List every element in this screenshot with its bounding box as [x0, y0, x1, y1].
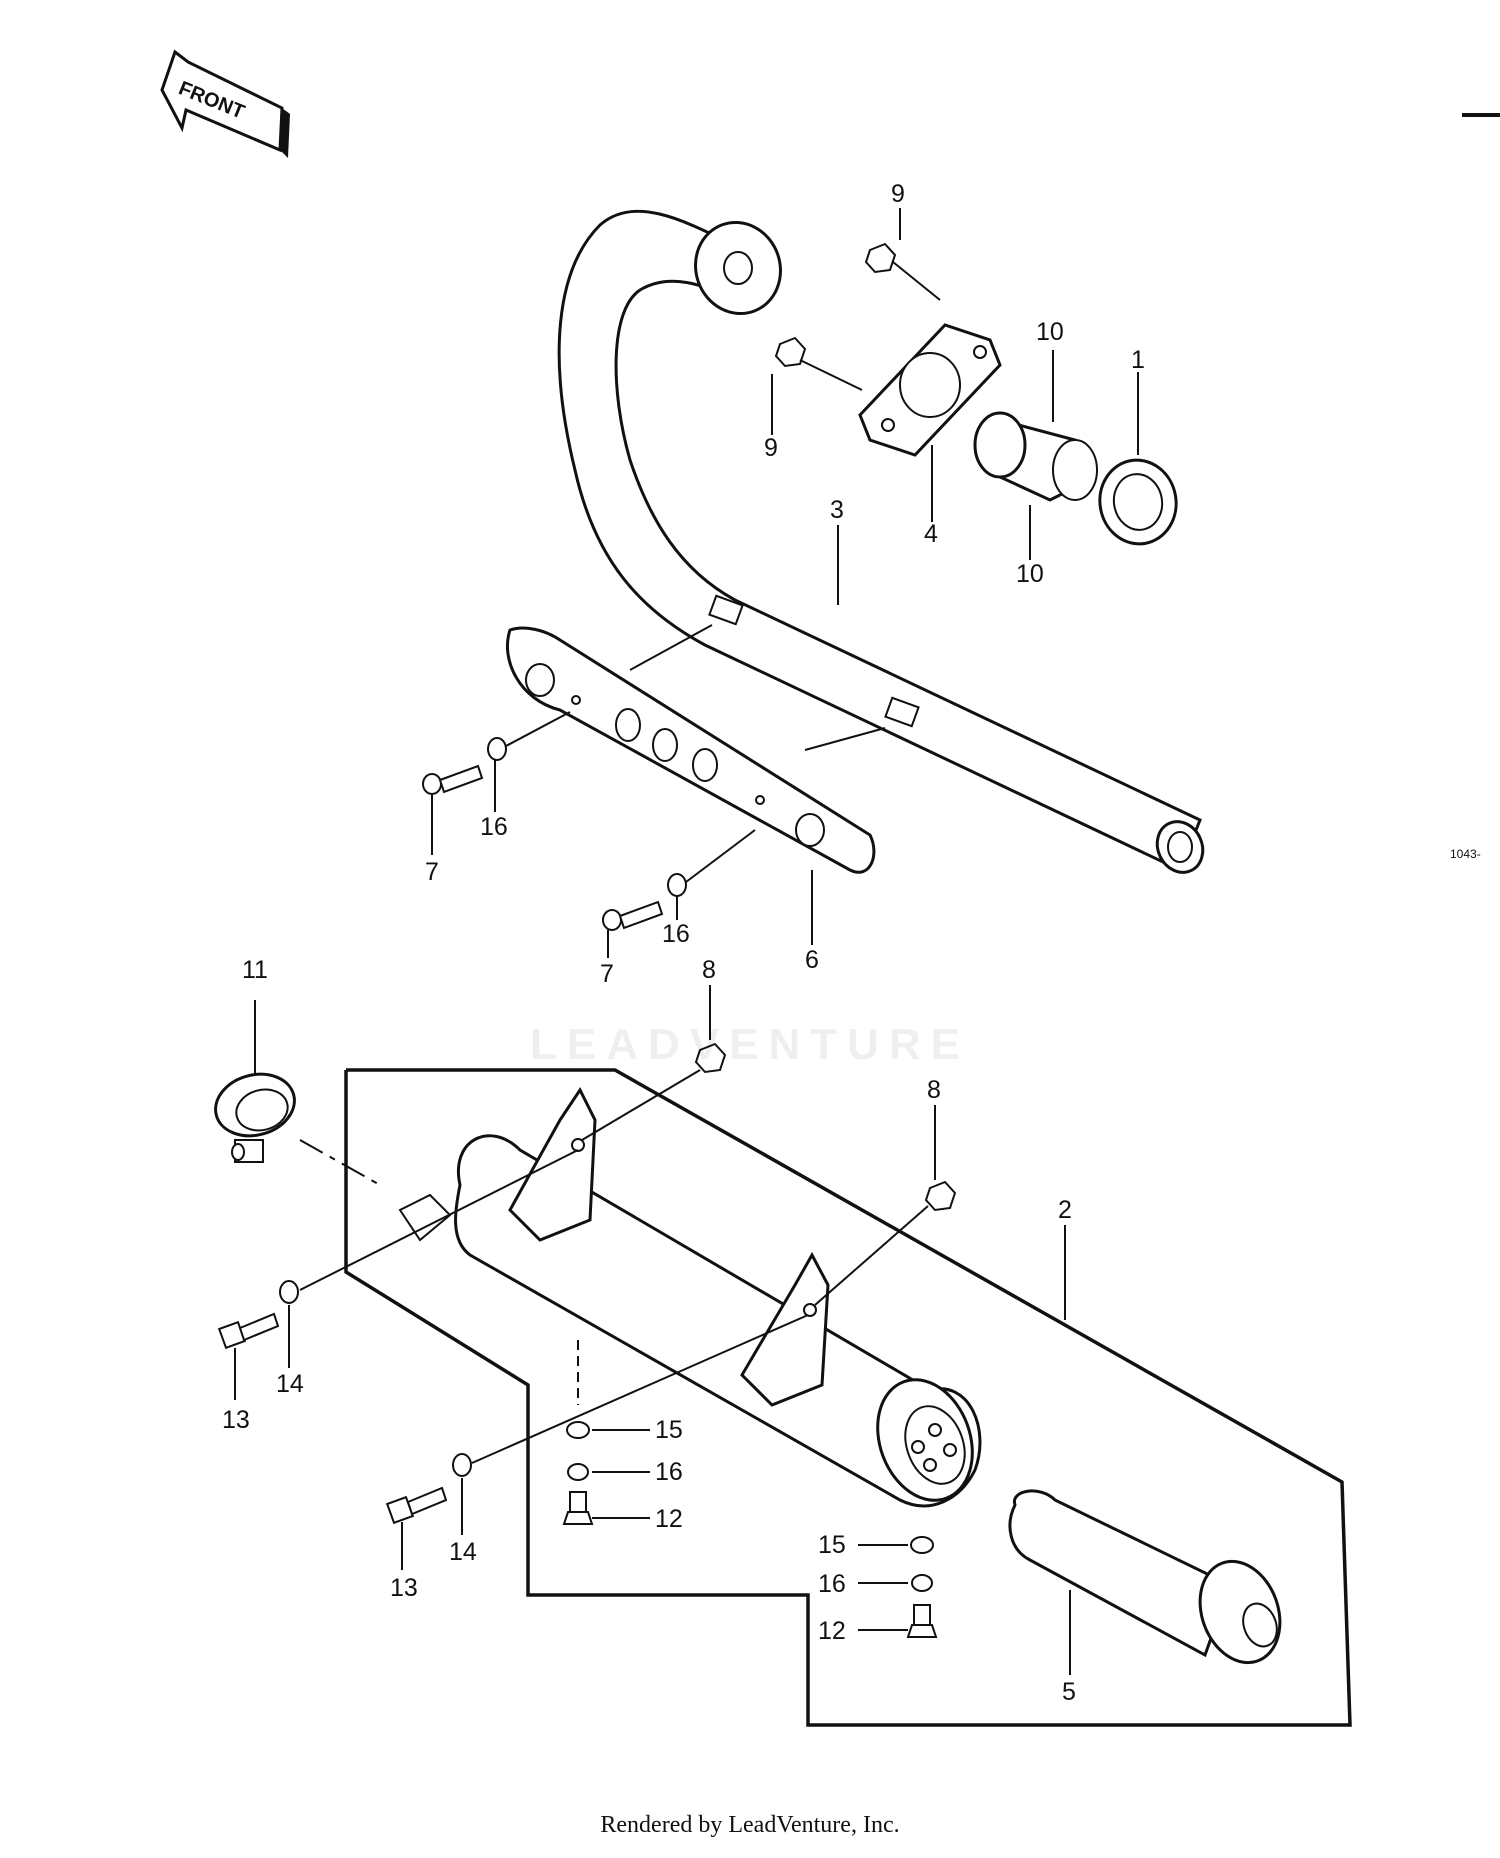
- exhaust-clamp: [214, 1072, 381, 1186]
- callout-8-front: 8: [702, 956, 716, 984]
- pipe-bracket-front: [708, 594, 744, 626]
- leader-lines: [234, 208, 1139, 1675]
- pipe-bracket-rear: [884, 696, 920, 728]
- callout-4: 4: [924, 520, 938, 548]
- muffler-assembly-frame: [344, 1068, 1352, 1727]
- callout-15-rear: 15: [818, 1531, 846, 1559]
- callout-13-rear: 13: [390, 1574, 418, 1602]
- callout-7-upper: 7: [425, 858, 439, 886]
- callout-16-lower: 16: [662, 920, 690, 948]
- callout-9-upper: 9: [891, 180, 905, 208]
- render-credit: Rendered by LeadVenture, Inc.: [600, 1812, 900, 1838]
- callout-5: 5: [1062, 1678, 1076, 1706]
- callout-8-rear: 8: [927, 1076, 941, 1104]
- muffler-washer-rear: [452, 1314, 809, 1477]
- figure-code: 1043-: [1450, 847, 1481, 861]
- watermark: LEADVENTURE: [529, 1020, 971, 1069]
- callout-6: 6: [805, 946, 819, 974]
- callout-12-rear: 12: [818, 1617, 846, 1645]
- muffler-body: [398, 1087, 982, 1508]
- front-arrow-icon: FRONT: [160, 49, 290, 158]
- spark-arrester-insert: [1008, 1489, 1282, 1665]
- heat-guard-screw-lower: [602, 900, 664, 931]
- callout-15-front: 15: [655, 1416, 683, 1444]
- callout-12-front: 12: [655, 1505, 683, 1533]
- flange-nut-upper: [864, 242, 941, 301]
- callout-labels: 9 9 10 10 1 4 3 16 7 16 7 6 8 11 8 2 14 …: [222, 180, 1145, 1706]
- muffler-bolt-front: [217, 1312, 280, 1350]
- callout-7-lower: 7: [600, 960, 614, 988]
- callout-10-lower: 10: [1016, 560, 1044, 588]
- heat-guard-screw-upper: [422, 764, 484, 795]
- callout-11: 11: [242, 956, 268, 984]
- muffler-washer-front: [279, 1149, 579, 1304]
- callout-3: 3: [830, 496, 844, 524]
- heat-guard: [505, 624, 886, 874]
- exhaust-gasket: [1098, 458, 1178, 546]
- callout-2: 2: [1058, 1196, 1072, 1224]
- exhaust-collar: [973, 411, 1098, 502]
- flange-nut-lower: [774, 336, 863, 391]
- heat-guard-washer-upper: [487, 711, 571, 761]
- exhaust-pipe: [557, 209, 1205, 874]
- callout-14-rear: 14: [449, 1538, 477, 1566]
- callout-10-upper: 10: [1036, 318, 1064, 346]
- heat-guard-washer-lower: [667, 829, 756, 897]
- callout-16-front: 16: [655, 1458, 683, 1486]
- muffler-bolt-rear: [385, 1486, 448, 1525]
- callout-13-front: 13: [222, 1406, 250, 1434]
- callout-16-rear: 16: [818, 1570, 846, 1598]
- muffler-nut-front: [581, 1042, 727, 1141]
- muffler-nut-rear: [814, 1180, 957, 1306]
- callout-1: 1: [1131, 346, 1145, 374]
- callout-14-front: 14: [276, 1370, 304, 1398]
- exhaust-flange: [858, 323, 1002, 457]
- callout-16-upper: 16: [480, 813, 508, 841]
- drain-hardware-front: [562, 1340, 594, 1525]
- drain-hardware-rear: [906, 1536, 938, 1638]
- callout-9-lower: 9: [764, 434, 778, 462]
